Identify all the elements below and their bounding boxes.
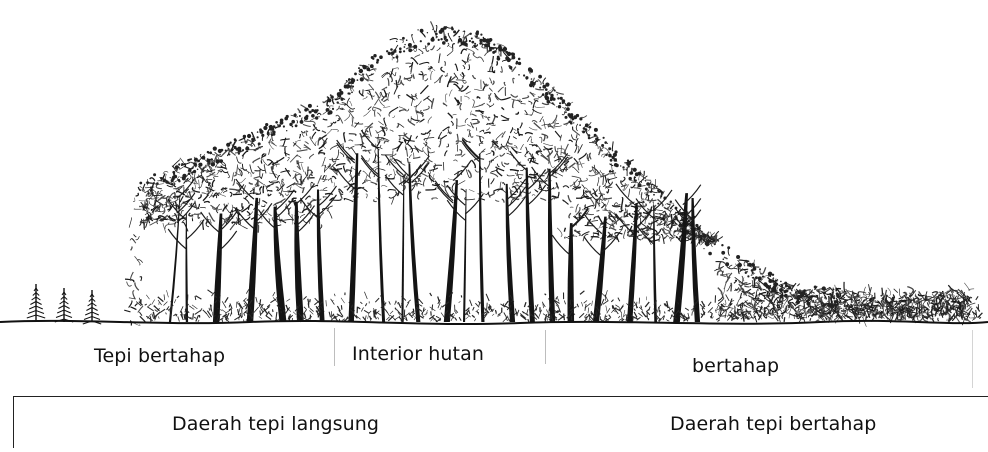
ground-line	[0, 321, 988, 324]
divider-left	[334, 328, 335, 366]
small-conifers	[27, 284, 101, 324]
divider-right	[972, 330, 973, 388]
label-daerah-tepi-bertahap: Daerah tepi bertahap	[670, 412, 876, 436]
label-daerah-tepi-langsung: Daerah tepi langsung	[172, 412, 379, 436]
label-bertahap: bertahap	[692, 354, 779, 378]
divider-middle	[545, 330, 546, 364]
label-tepi-bertahap: Tepi bertahap	[94, 344, 225, 368]
label-interior-hutan: Interior hutan	[352, 342, 484, 366]
